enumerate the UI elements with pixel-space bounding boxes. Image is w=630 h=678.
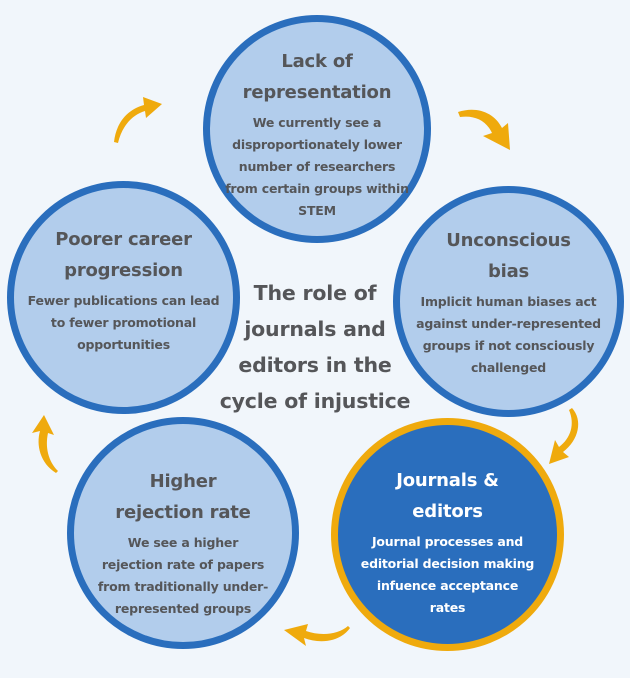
node-description: We see a higher rejection rate of papers…: [97, 535, 269, 616]
node-title: Lack of representation: [242, 51, 392, 103]
node-title: Unconscious bias: [446, 230, 571, 282]
node-poorer-career-progression: Poorer career progression Fewer publicat…: [7, 181, 240, 414]
node-description: Journal processes and editorial decision…: [360, 534, 535, 615]
node-title: Journals & editors: [396, 470, 499, 522]
curved-arrow-icon: [284, 624, 350, 646]
node-description: We currently see a disproportionately lo…: [225, 115, 409, 218]
node-unconscious-bias: Unconscious bias Implicit human biases a…: [393, 186, 624, 417]
node-title: Higher rejection rate: [115, 471, 251, 523]
center-title: The role of journals and editors in the …: [219, 281, 411, 413]
curved-arrow-icon: [458, 109, 510, 150]
curved-arrow-icon: [549, 408, 579, 464]
node-lack-of-representation: Lack of representation We currently see …: [203, 15, 431, 243]
curved-arrow-icon: [32, 415, 58, 473]
node-description: Implicit human biases act against under-…: [416, 294, 601, 375]
node-title: Poorer career progression: [55, 229, 192, 281]
curved-arrow-icon: [114, 97, 162, 143]
node-journals-editors: Journals & editors Journal processes and…: [331, 418, 564, 651]
node-description: Fewer publications can lead to fewer pro…: [27, 293, 220, 352]
node-higher-rejection-rate: Higher rejection rate We see a higher re…: [67, 417, 299, 649]
